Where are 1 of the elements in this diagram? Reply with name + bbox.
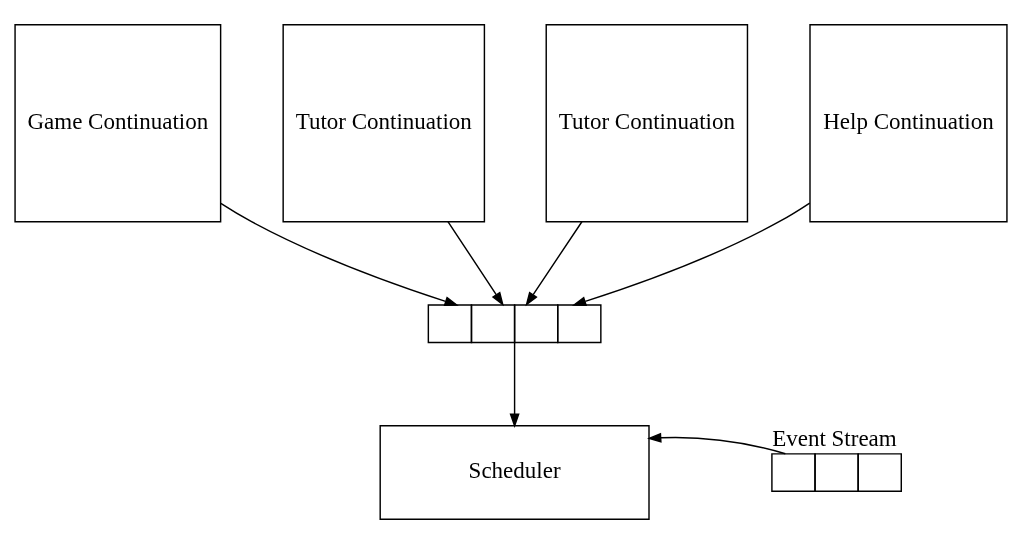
node-label: Event Stream bbox=[771, 425, 897, 451]
